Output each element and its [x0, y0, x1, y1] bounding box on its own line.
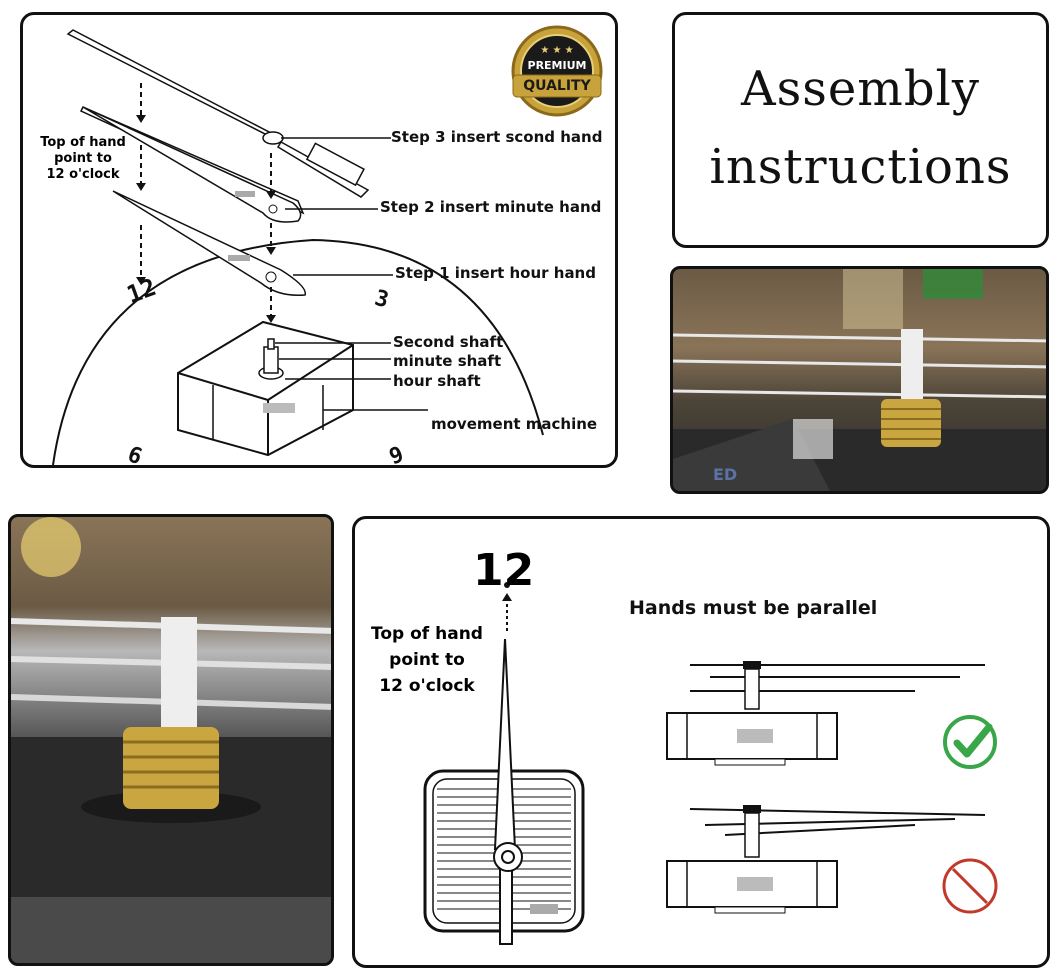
- badge-word-premium: PREMIUM: [527, 59, 587, 72]
- note-line: point to: [54, 151, 112, 166]
- movement-photo-small: ED: [670, 266, 1049, 494]
- check-circle-icon: [941, 713, 999, 771]
- movement-photo-large: [8, 514, 334, 966]
- hour-shaft-label: hour shaft: [393, 372, 481, 390]
- parallel-heading: Hands must be parallel: [629, 597, 878, 619]
- note-line: 12 o'clock: [379, 676, 475, 696]
- twelve-oclock-number: 12: [473, 545, 535, 596]
- note-line: 12 o'clock: [46, 167, 120, 182]
- movement-machine-label: movement machine: [431, 415, 598, 433]
- step-3-label: Step 3 insert scond hand: [391, 128, 603, 146]
- step-1-label: Step 1 insert hour hand: [395, 264, 596, 282]
- prohibited-circle-icon: [941, 857, 999, 915]
- note-line: Top of hand: [371, 624, 483, 644]
- top-of-hand-note: Top of hand point to 12 o'clock: [33, 135, 133, 183]
- top-of-hand-note-large: Top of hand point to 12 o'clock: [367, 621, 487, 699]
- title-line-2: instructions: [709, 139, 1012, 195]
- note-line: point to: [389, 650, 465, 670]
- note-line: Top of hand: [40, 135, 126, 150]
- badge-stars: ★ ★ ★: [540, 45, 574, 56]
- photo-watermark: ED: [713, 465, 738, 484]
- minute-shaft-label: minute shaft: [393, 352, 502, 370]
- second-shaft-label: Second shaft: [393, 333, 504, 351]
- title-panel: Assembly instructions: [672, 12, 1049, 248]
- assembly-diagram-drawing: [52, 29, 544, 465]
- title-line-1: Assembly: [740, 61, 981, 117]
- badge-word-quality: QUALITY: [523, 78, 591, 94]
- assembly-diagram-panel: 12 3 6 9 Top of hand point to 12 o'clock…: [20, 12, 618, 468]
- parallel-hands-panel: 12 Top of hand point to 12 o'clock Hands…: [352, 516, 1050, 968]
- step-2-label: Step 2 insert minute hand: [380, 198, 602, 216]
- premium-quality-badge: ★ ★ ★ PREMIUM QUALITY: [509, 23, 605, 119]
